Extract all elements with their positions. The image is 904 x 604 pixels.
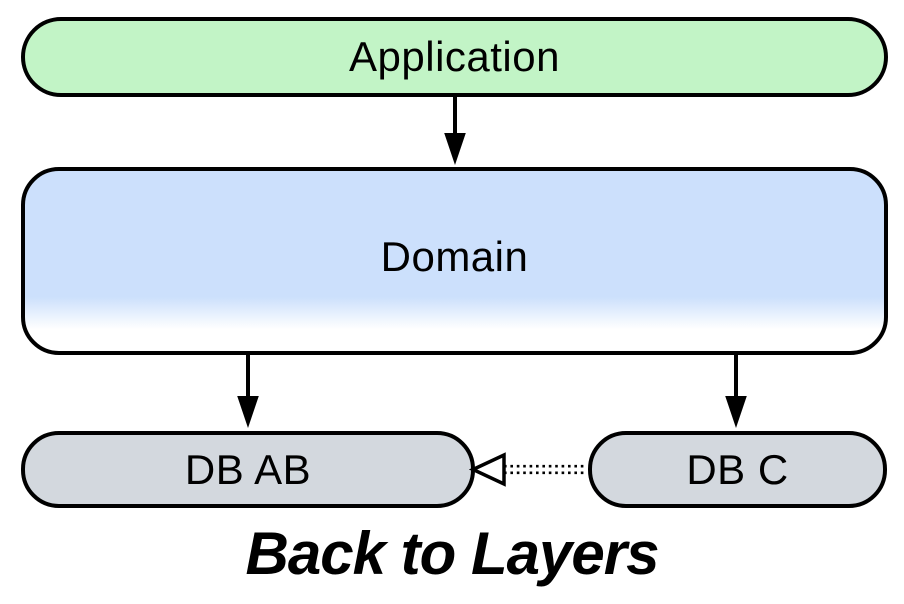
arrow-down-icon	[725, 396, 747, 428]
node-db-ab-label: DB AB	[184, 445, 312, 493]
node-application-label: Application	[349, 33, 560, 80]
node-domain-label: Domain	[380, 233, 529, 280]
node-db-c: DB C	[588, 431, 887, 508]
edge-domain-to-db-ab	[237, 354, 259, 428]
back-to-layers-link[interactable]: Back to Layers	[245, 520, 660, 587]
edge-db-c-to-db-ab-dependency	[468, 452, 587, 487]
hollow-arrow-left-icon	[468, 452, 506, 487]
edge-application-to-domain	[444, 96, 466, 165]
node-db-ab: DB AB	[21, 431, 475, 508]
node-domain: Domain	[21, 167, 888, 355]
node-db-c-label: DB C	[686, 445, 789, 493]
edge-domain-to-db-c	[725, 354, 747, 428]
arrow-down-icon	[237, 396, 259, 428]
arrow-down-icon	[444, 133, 466, 165]
node-application: Application	[21, 17, 888, 97]
